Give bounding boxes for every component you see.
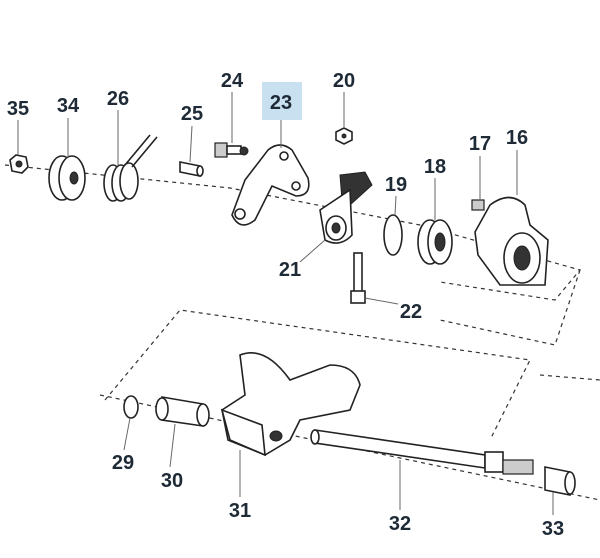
part-21-arm[interactable] xyxy=(319,171,373,244)
part-25-pin[interactable] xyxy=(179,161,204,177)
label-30[interactable]: 30 xyxy=(161,470,183,492)
part-32-shaft[interactable] xyxy=(310,429,534,475)
label-17[interactable]: 17 xyxy=(469,133,491,155)
part-33-bushing[interactable] xyxy=(544,466,576,496)
part-23-lever[interactable] xyxy=(231,144,310,226)
part-34-pulley[interactable] xyxy=(48,155,86,201)
label-21[interactable]: 21 xyxy=(279,259,301,281)
part-24-screw[interactable] xyxy=(214,142,249,158)
part-30-bushing[interactable] xyxy=(155,396,210,427)
label-34[interactable]: 34 xyxy=(57,95,80,117)
leader-lines xyxy=(17,92,554,515)
label-33[interactable]: 33 xyxy=(542,518,564,540)
label-23[interactable]: 23 xyxy=(270,92,292,114)
label-24[interactable]: 24 xyxy=(221,70,244,92)
label-22[interactable]: 22 xyxy=(400,301,422,323)
label-31[interactable]: 31 xyxy=(229,500,251,522)
label-16[interactable]: 16 xyxy=(506,127,528,149)
label-29[interactable]: 29 xyxy=(112,452,134,474)
highlight-box-23 xyxy=(262,82,302,120)
label-25[interactable]: 25 xyxy=(181,103,203,125)
part-18-bearing[interactable] xyxy=(417,219,453,265)
label-20[interactable]: 20 xyxy=(333,70,355,92)
part-26-spring[interactable] xyxy=(103,134,158,202)
part-35-nut[interactable] xyxy=(9,154,29,174)
part-17-screw[interactable] xyxy=(471,199,485,211)
part-19-circlip[interactable] xyxy=(383,214,403,256)
part-29-ring[interactable] xyxy=(123,395,139,419)
label-35[interactable]: 35 xyxy=(7,98,29,120)
label-26[interactable]: 26 xyxy=(107,88,129,110)
label-19[interactable]: 19 xyxy=(385,174,407,196)
label-18[interactable]: 18 xyxy=(424,156,446,178)
part-16-housing[interactable] xyxy=(474,196,549,286)
part-22-bolt[interactable] xyxy=(350,252,366,304)
part-31-bracket[interactable] xyxy=(220,351,361,457)
label-32[interactable]: 32 xyxy=(389,513,411,535)
lower-assembly-outline xyxy=(99,309,600,501)
upper-assembly-outline xyxy=(439,269,581,346)
part-20-nut[interactable] xyxy=(335,127,353,145)
